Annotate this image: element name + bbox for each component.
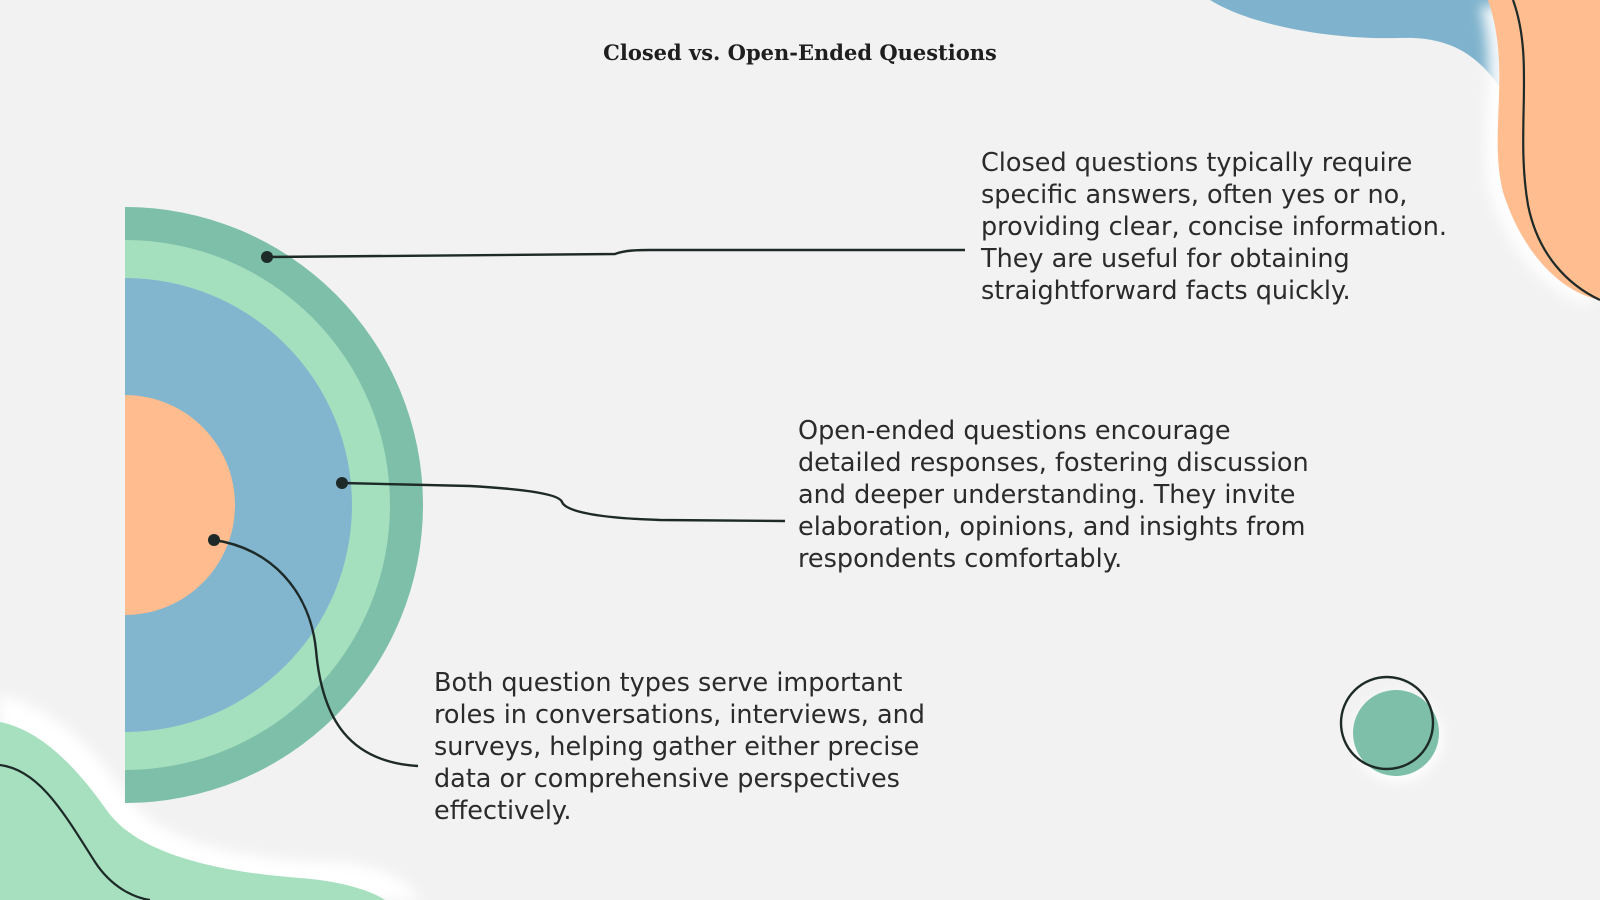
connector-closed-dot bbox=[261, 251, 273, 263]
connector-closed bbox=[266, 248, 965, 259]
connector-both-dot bbox=[208, 534, 220, 546]
core-circle bbox=[125, 278, 352, 732]
connector-both bbox=[213, 538, 419, 768]
slide-title: Closed vs. Open-Ended Questions bbox=[603, 40, 997, 65]
teal-circle bbox=[1353, 690, 1439, 776]
peach-blob-top-right bbox=[1488, 0, 1600, 300]
connector-open bbox=[341, 481, 786, 523]
open-ended-questions-description: Open-ended questions encourage detailed … bbox=[798, 416, 1309, 574]
closed-questions-description: Closed questions typically require speci… bbox=[981, 148, 1447, 306]
mint-blob-outline bbox=[0, 763, 151, 900]
both-question-types-description: Both question types serve important role… bbox=[434, 668, 925, 826]
blue-blob-top-right bbox=[1210, 0, 1530, 95]
connector-open-dot bbox=[336, 477, 348, 489]
concentric-half-circle bbox=[125, 207, 423, 803]
peach-blob-outline bbox=[1511, 0, 1600, 301]
center-circle bbox=[125, 395, 235, 615]
mint-blob-bottom-left bbox=[0, 722, 385, 900]
outline-circle bbox=[1339, 675, 1435, 771]
